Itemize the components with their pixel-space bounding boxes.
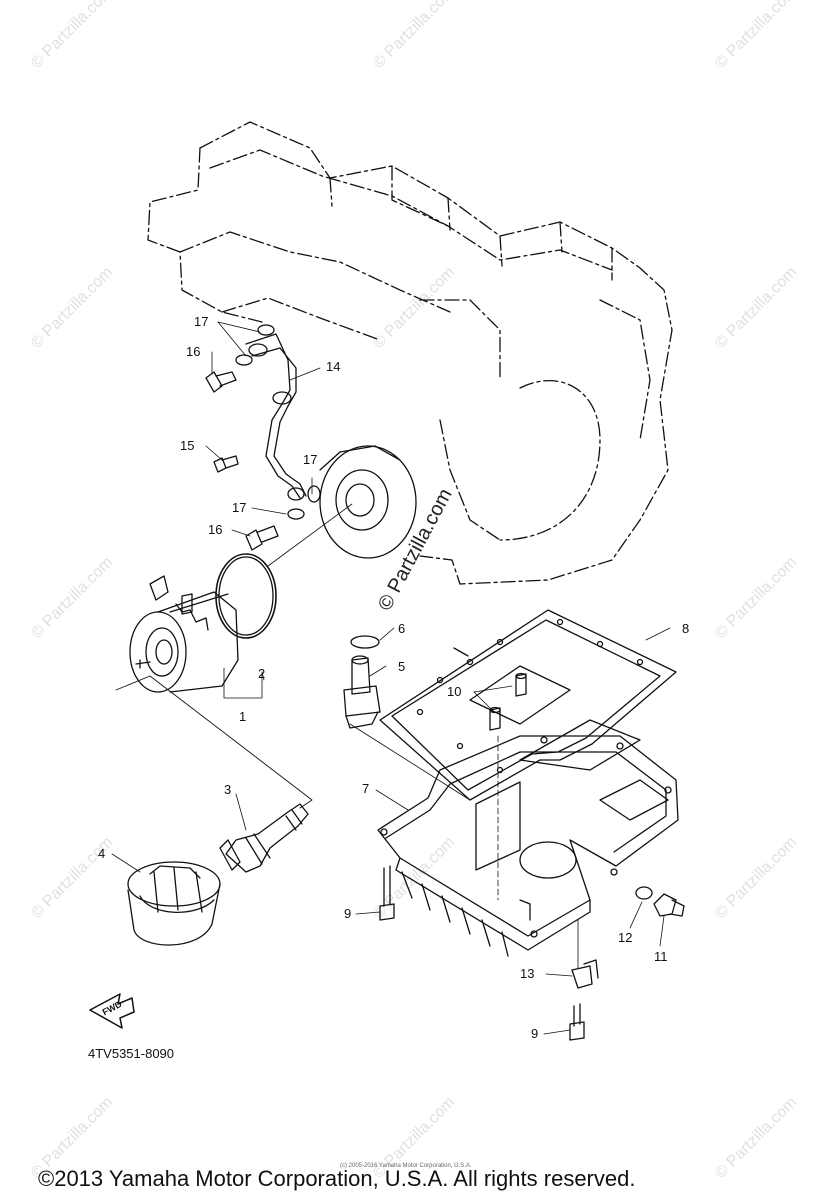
gasket-6 [350,635,380,649]
engine-cooler-mount [319,445,417,559]
clamp-13 [571,959,599,989]
assembly-bracket-line [115,675,313,809]
callout-17-lower: 17 [232,500,247,515]
callout-9-bottom: 9 [531,1026,539,1041]
oil-cooler-1 [129,575,239,693]
dowel-pins-10 [489,672,527,731]
copyright-text: ©2013 Yamaha Motor Corporation, U.S.A. A… [38,1166,636,1191]
callout-leaders [111,321,671,1035]
callout-1: 1 [239,709,247,724]
diagram-part-code: 4TV5351-8090 [88,1046,175,1061]
bolt-15 [213,455,239,473]
o-ring-2 [215,553,277,639]
callout-11: 11 [654,949,668,964]
callout-12: 12 [618,930,633,945]
leader-line [267,503,353,567]
callout-10: 10 [447,684,462,699]
bolt-16-lower [245,525,279,551]
washers-17 [235,324,321,520]
callout-9-left: 9 [344,906,352,921]
callout-16-lower: 16 [208,522,223,537]
leader-line [349,723,471,801]
callout-4: 4 [98,846,106,861]
bolt-16-top [205,371,237,393]
callout-2: 2 [258,666,266,681]
callout-3: 3 [224,782,232,797]
oil-pipe-14 [245,333,307,501]
union-bolt-3 [219,803,309,873]
callout-17-top: 17 [194,314,209,329]
washer-12 [635,886,653,900]
callout-7: 7 [362,781,370,796]
drain-plug-11 [653,893,685,917]
fwd-arrow-icon [89,993,135,1029]
callout-6: 6 [398,621,406,636]
bolt-9-left [379,865,395,921]
bolt-9-bottom [569,1003,585,1041]
callout-13: 13 [520,966,535,981]
engine-block-outline [147,121,673,585]
callout-8: 8 [682,621,690,636]
callout-14: 14 [326,359,341,374]
oil-pan-7 [377,719,679,957]
callout-16-top: 16 [186,344,201,359]
callout-5: 5 [398,659,406,674]
callout-17-mid: 17 [303,452,318,467]
fine-print: (c) 2005-2016 Yamaha Motor Corporation, … [340,1163,472,1169]
oil-strainer-5 [343,655,381,729]
callout-15: 15 [180,438,195,453]
oil-filter-4 [127,861,221,946]
